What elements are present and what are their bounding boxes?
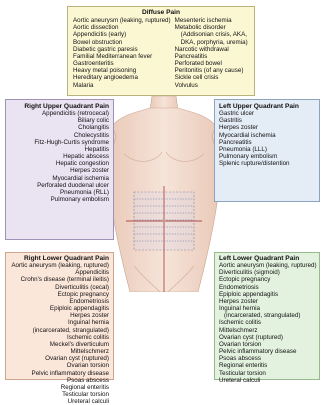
condition-item: Appendicitis (retrocecal) [6,110,109,117]
condition-item: Aortic aneurysm (leaking, ruptured) [219,262,319,269]
condition-item: Myocardial ischemia [6,175,109,182]
condition-item: Appendicitis [6,269,109,276]
condition-item: Pneumonia (LLL) [219,146,319,153]
condition-item: Mittelschmerz [219,327,319,334]
torso-illustration [104,96,224,292]
condition-item: Aortic dissection [73,24,171,31]
condition-item: Diverticulitis (sigmoid) [219,269,319,276]
condition-item: Herpes zoster [6,167,109,174]
condition-item: Sickle cell crisis [175,74,251,81]
condition-item: Peritonitis (of any cause) [175,67,251,74]
left-lower-quadrant-box: Left Lower Quadrant Pain Aortic aneurysm… [214,252,320,380]
right-lower-quadrant-box: Right Lower Quadrant Pain Aortic aneurys… [5,252,114,380]
condition-item: Aortic aneurysm (leaking, ruptured) [73,17,171,24]
condition-item: Mittelschmerz [6,348,109,355]
condition-item: Ischemic colitis [219,319,319,326]
condition-item: Herpes zoster [219,124,319,131]
condition-item: Endometriosis [6,298,109,305]
condition-item: Hepatic congestion [6,160,109,167]
condition-item: Splenic rupture/distention [219,160,319,167]
condition-item: Ischemic colitis [6,334,109,341]
condition-item: Regional enteritis [219,362,319,369]
condition-item: Malaria [73,82,171,89]
condition-item: Perforated bowel [175,60,251,67]
right-lower-quadrant-title: Right Lower Quadrant Pain [6,255,109,262]
condition-item: Herpes zoster [219,298,319,305]
condition-item: Pelvic inflammatory disease [6,370,109,377]
condition-item: Pulmonary embolism [6,196,109,203]
condition-item: Ectopic pregnancy [6,291,109,298]
condition-item: Narcotic withdrawal [175,46,251,53]
condition-item: Regional enteritis [6,384,109,391]
condition-item: Myocardial ischemia [219,132,319,139]
condition-item: Pulmonary embolism [219,153,319,160]
condition-item: Hereditary angioedema [73,74,171,81]
diffuse-pain-title: Diffuse Pain [71,9,251,16]
condition-item: Pelvic inflammatory disease [219,348,319,355]
condition-item: Hepatic abscess [6,153,109,160]
condition-item: Volvulus [175,82,251,89]
condition-item: Ovarian cyst (ruptured) [219,334,319,341]
condition-item: Familial Mediterranean fever [73,53,171,60]
condition-item: Cholangitis [6,124,109,131]
condition-item: Testicular torsion [6,391,109,398]
diffuse-pain-column-1: Aortic aneurysm (leaking, ruptured)Aorti… [71,17,171,89]
right-upper-quadrant-title: Right Upper Quadrant Pain [6,103,109,110]
left-lower-quadrant-list: Aortic aneurysm (leaking, ruptured)Diver… [219,262,319,384]
condition-item: Epiploic appendagitis [219,291,319,298]
condition-item: Hepatitis [6,146,109,153]
condition-item: Gastric ulcer [219,110,319,117]
condition-item: Testicular torsion [219,370,319,377]
diffuse-pain-box: Diffuse Pain Aortic aneurysm (leaking, r… [67,6,255,96]
condition-item: Herpes zoster [6,312,109,319]
condition-item: Perforated duodenal ulcer [6,182,109,189]
right-upper-quadrant-box: Right Upper Quadrant Pain Appendicitis (… [5,99,114,240]
condition-item: Heavy metal poisoning [73,67,171,74]
left-lower-quadrant-title: Left Lower Quadrant Pain [219,255,319,262]
condition-item: Inguinal hernia [6,319,109,326]
condition-item: Pancreatitis [175,53,251,60]
condition-item: (incarcerated, strangulated) [219,312,319,319]
navel [162,220,166,223]
condition-item: (Addisonian crisis, AKA, [175,31,251,38]
condition-item: Ovarian torsion [219,341,319,348]
condition-item: Pancreatitis [219,139,319,146]
condition-item: Ovarian cyst (ruptured) [6,355,109,362]
right-lower-quadrant-list: Aortic aneurysm (leaking, ruptured)Appen… [6,262,109,405]
condition-item: Psoas abscess [219,355,319,362]
condition-item: Epiploic appendagitis [6,305,109,312]
condition-item: Pneumonia (RLL) [6,189,109,196]
condition-item: DKA, porphyria, uremia) [175,39,251,46]
condition-item: Metabolic disorder [175,24,251,31]
condition-item: Ureteral calculi [6,398,109,405]
condition-item: Ovarian torsion [6,362,109,369]
condition-item: Crohn's disease (terminal ileitis) [6,276,109,283]
condition-item: Cholecystitis [6,132,109,139]
condition-item: Biliary colic [6,117,109,124]
condition-item: Appendicitis (early) [73,31,171,38]
left-upper-quadrant-title: Left Upper Quadrant Pain [219,103,319,110]
condition-item: Meckel's diverticulum [6,341,109,348]
condition-item: Endometriosis [219,284,319,291]
condition-item: Inguinal hernia [219,305,319,312]
condition-item: Bowel obstruction [73,39,171,46]
condition-item: (incarcerated, strangulated) [6,327,109,334]
condition-item: Aortic aneurysm (leaking, ruptured) [6,262,109,269]
condition-item: Ectopic pregnancy [219,276,319,283]
condition-item: Gastritis [219,117,319,124]
condition-item: Mesenteric ischemia [175,17,251,24]
condition-item: Gastroenteritis [73,60,171,67]
condition-item: Fitz-Hugh-Curtis syndrome [6,139,109,146]
condition-item: Diabetic gastric paresis [73,46,171,53]
condition-item: Diverticulitis (cecal) [6,284,109,291]
